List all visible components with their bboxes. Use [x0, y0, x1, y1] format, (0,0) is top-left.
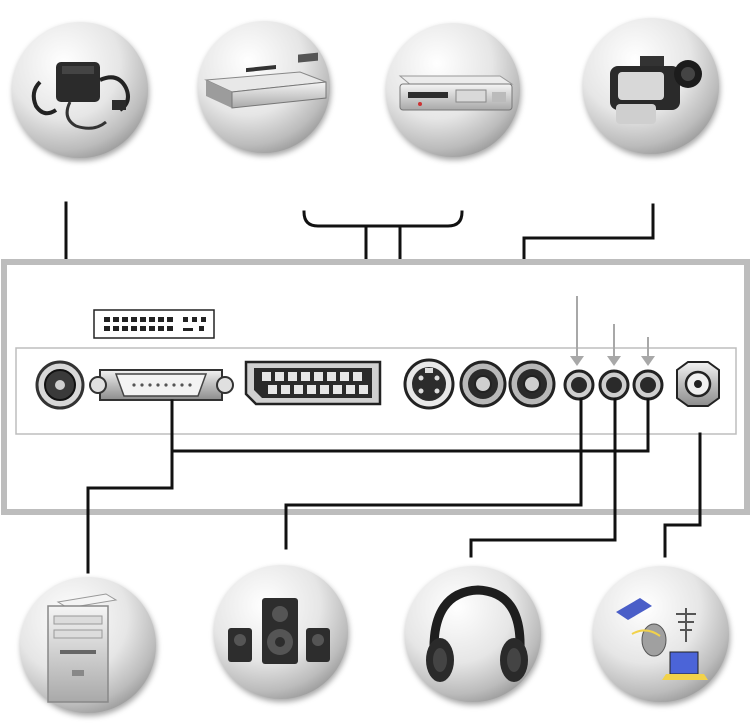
device-ball-power-adapter	[12, 22, 148, 158]
vcr-icon	[400, 76, 512, 110]
rca-jack-icon[interactable]	[510, 362, 554, 406]
mini-jack-icon[interactable]	[565, 371, 593, 399]
device-ball-camcorder	[583, 18, 719, 154]
dvi-port-label	[94, 310, 214, 338]
mini-jack-icon[interactable]	[600, 371, 628, 399]
vga-port-icon[interactable]	[90, 370, 233, 400]
device-ball-pc-tower	[20, 577, 156, 713]
coax-connector-icon[interactable]	[677, 362, 719, 406]
device-ball-headphones	[405, 566, 541, 702]
device-ball-dvd-player	[198, 21, 330, 153]
device-ball-speakers	[214, 565, 348, 699]
device-ball-vcr	[386, 23, 520, 157]
av-bracket	[304, 212, 462, 226]
pc-tower-icon	[48, 594, 116, 702]
dc-jack-icon[interactable]	[37, 362, 83, 408]
scart-port-icon[interactable]	[246, 362, 380, 404]
device-ball-satellite-antenna	[593, 566, 729, 702]
rca-jack-icon[interactable]	[461, 362, 505, 406]
mini-jack-icon[interactable]	[634, 371, 662, 399]
s-video-port-icon[interactable]	[405, 360, 453, 408]
